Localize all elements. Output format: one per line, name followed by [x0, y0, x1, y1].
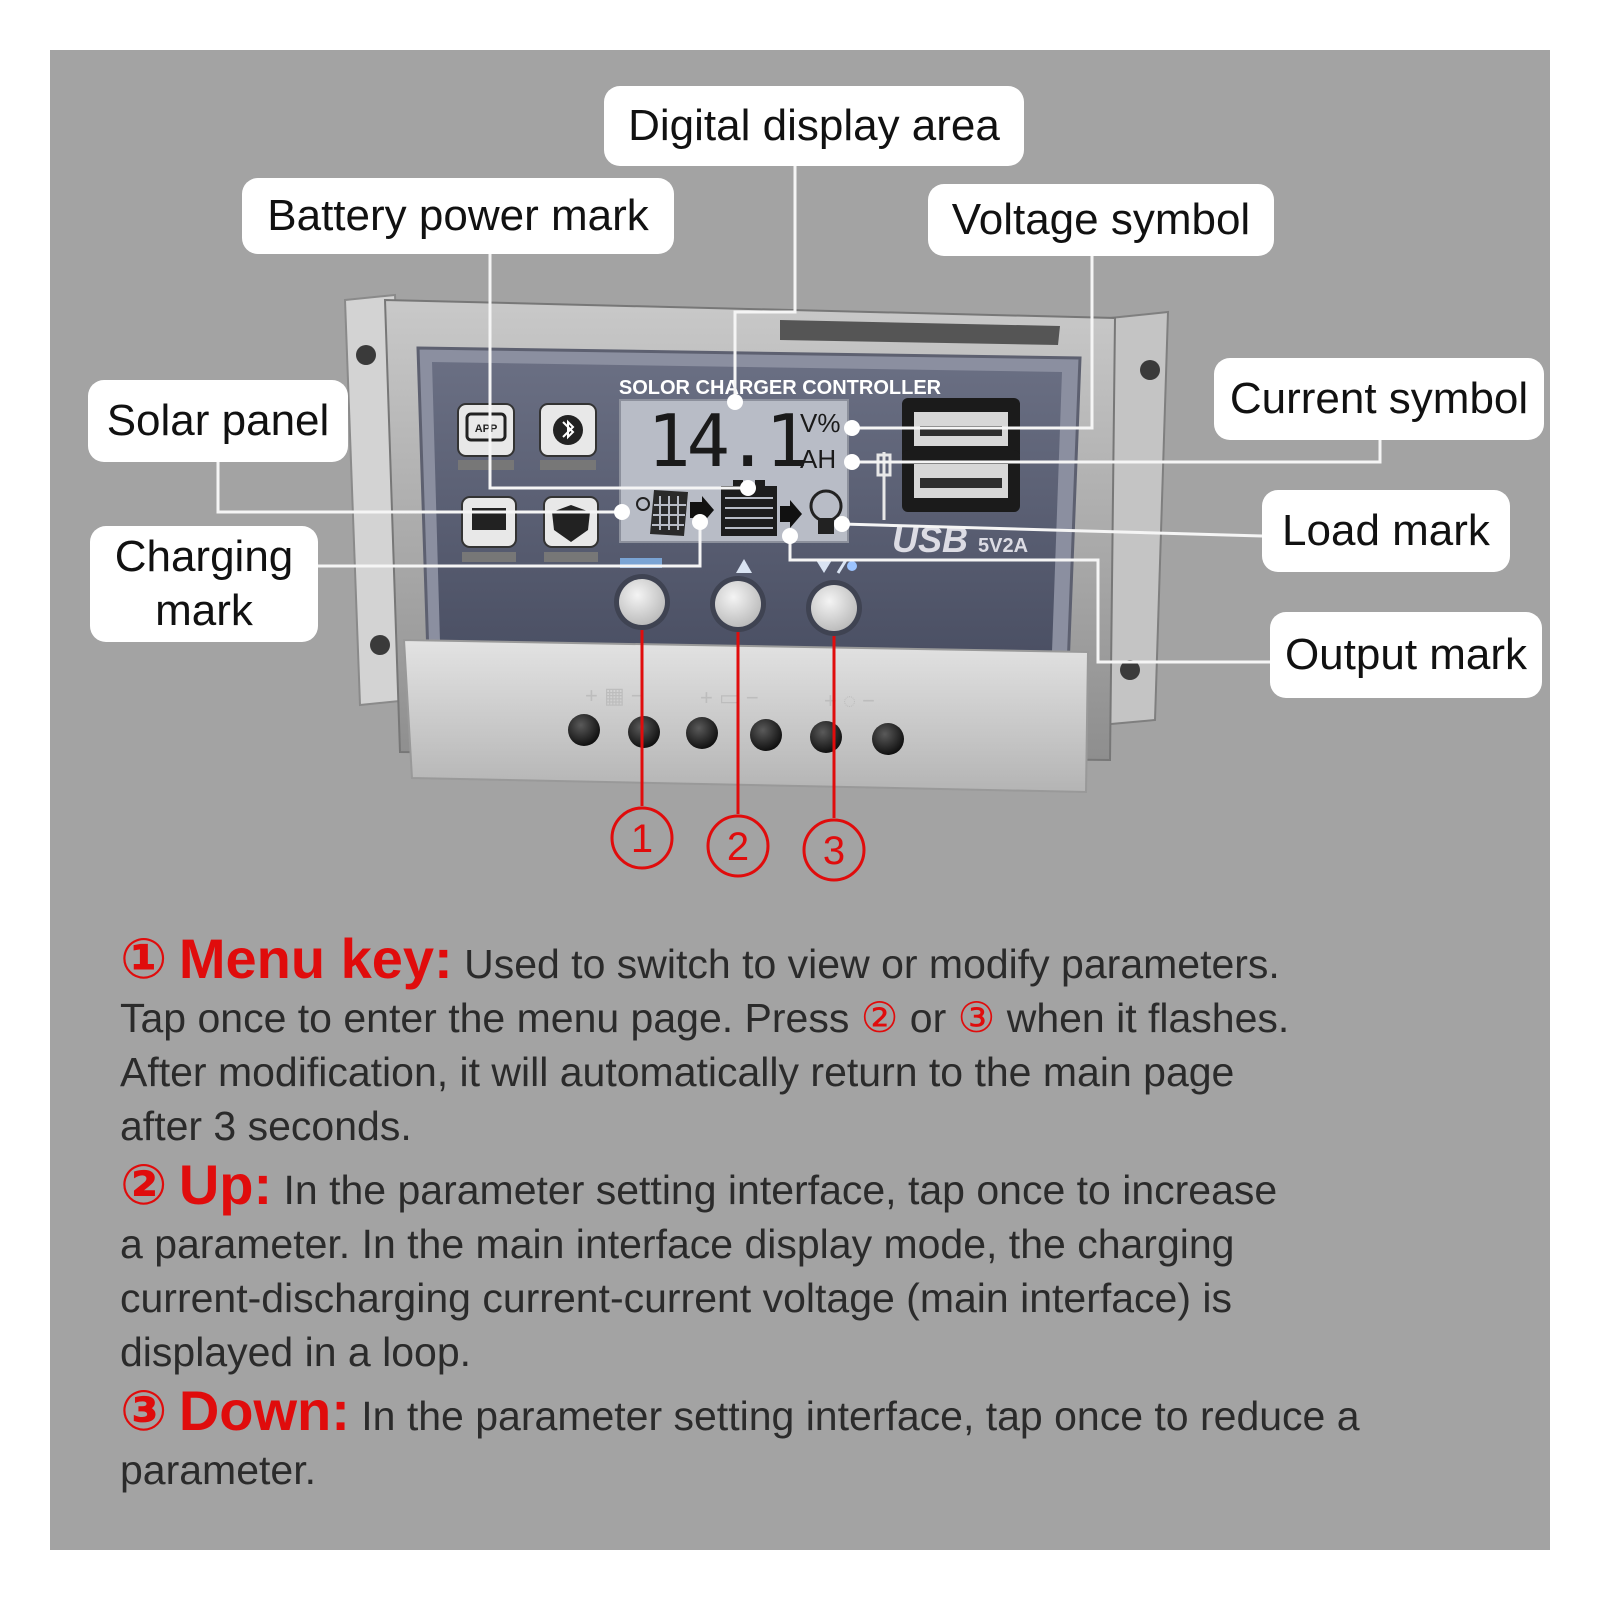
usb-port-lower: [902, 450, 1020, 512]
up-key-title: Up:: [178, 1153, 273, 1216]
mounting-bracket-right: [1098, 310, 1170, 727]
bulb-icon: [809, 489, 843, 534]
solar-terminal-legend: + ▦ −: [585, 683, 644, 708]
button-number-2: 2: [727, 825, 749, 869]
menu-key-text-line2: Tap once to enter the menu page. Press: [120, 995, 861, 1041]
down-key-title: Down:: [178, 1379, 350, 1442]
callout-charging-mark-line2: mark: [155, 586, 253, 635]
callout-solar-panel: Solar panel: [88, 380, 348, 462]
button-number-1: 1: [631, 817, 653, 861]
menu-key-text-line3: After modification, it will automaticall…: [120, 1049, 1235, 1095]
menu-key-text-line1: Used to switch to view or modify paramet…: [452, 941, 1280, 987]
menu-key-description: ① Menu key: Used to switch to view or mo…: [120, 931, 1540, 1153]
menu-key-number: ①: [120, 927, 168, 990]
callout-load-mark: Load mark: [1262, 490, 1510, 572]
callout-output-mark: Output mark: [1270, 612, 1542, 698]
terminal-block: [402, 638, 1090, 794]
menu-key-button[interactable]: [614, 574, 670, 630]
menu-key-or: or: [898, 995, 958, 1041]
callout-current-symbol: Current symbol: [1214, 358, 1544, 440]
menu-key-text-line2-end: when it flashes.: [995, 995, 1290, 1041]
menu-key-title: Menu key:: [178, 927, 453, 990]
up-key-hint-icon: [736, 559, 752, 573]
up-key-text-line4: displayed in a loop.: [120, 1329, 472, 1375]
controller-title: SOLOR CHARGER CONTROLLER: [619, 377, 942, 399]
diagram-background: [50, 50, 1550, 1550]
ampere-hour-unit-label: AH: [800, 444, 836, 474]
button-pointer-lines: [610, 630, 866, 882]
voltage-unit-label: V%: [800, 408, 840, 438]
load-terminal-legend: + ◌ −: [824, 688, 875, 713]
down-key-text-line2: parameter.: [120, 1447, 316, 1493]
callout-charging-mark-line1: Charging: [114, 532, 294, 582]
down-key-description: ③ Down: In the parameter setting interfa…: [120, 1383, 1540, 1497]
output-arrow-icon: [780, 500, 802, 528]
down-key-hint-icon: [816, 560, 832, 573]
leader-line-endpoints: [614, 394, 860, 544]
lcd-value: 14.1: [647, 399, 804, 483]
up-key-text-line1: In the parameter setting interface, tap …: [272, 1167, 1278, 1213]
leader-lines: [216, 166, 1382, 664]
usb-spec-label: 5V2A: [978, 535, 1028, 557]
down-key-number: ③: [120, 1379, 168, 1442]
svg-text:APP: APP: [475, 423, 498, 435]
shield-icon: [543, 496, 599, 562]
callout-battery-power-mark: Battery power mark: [242, 178, 674, 254]
menu-key-text-line4: after 3 seconds.: [120, 1103, 412, 1149]
up-key-text-line3: current-discharging current-current volt…: [120, 1275, 1233, 1321]
app-icon: APP: [457, 403, 515, 470]
callout-charging-mark: Charging mark: [90, 526, 318, 642]
up-key-number: ②: [120, 1153, 168, 1216]
menu-key-hint-icon: [620, 558, 662, 568]
button-number-3: 3: [823, 829, 845, 873]
menu-key-ref-down: ③: [957, 994, 996, 1041]
menu-key-ref-up: ②: [860, 994, 899, 1041]
up-key-button[interactable]: [710, 576, 766, 632]
terminal-screws: [568, 714, 904, 755]
up-key-description: ② Up: In the parameter setting interface…: [120, 1157, 1540, 1379]
callout-voltage-symbol: Voltage symbol: [928, 184, 1274, 256]
pwm-icon: [461, 496, 517, 562]
down-key-text-line1: In the parameter setting interface, tap …: [349, 1393, 1360, 1439]
bluetooth-icon: [539, 403, 597, 470]
solar-panel-icon: [636, 490, 688, 536]
battery-terminal-legend: + ▭ −: [700, 685, 759, 710]
up-key-text-line2: a parameter. In the main interface displ…: [120, 1221, 1235, 1267]
down-key-button[interactable]: [806, 580, 862, 636]
callout-digital-display-area: Digital display area: [604, 86, 1024, 166]
